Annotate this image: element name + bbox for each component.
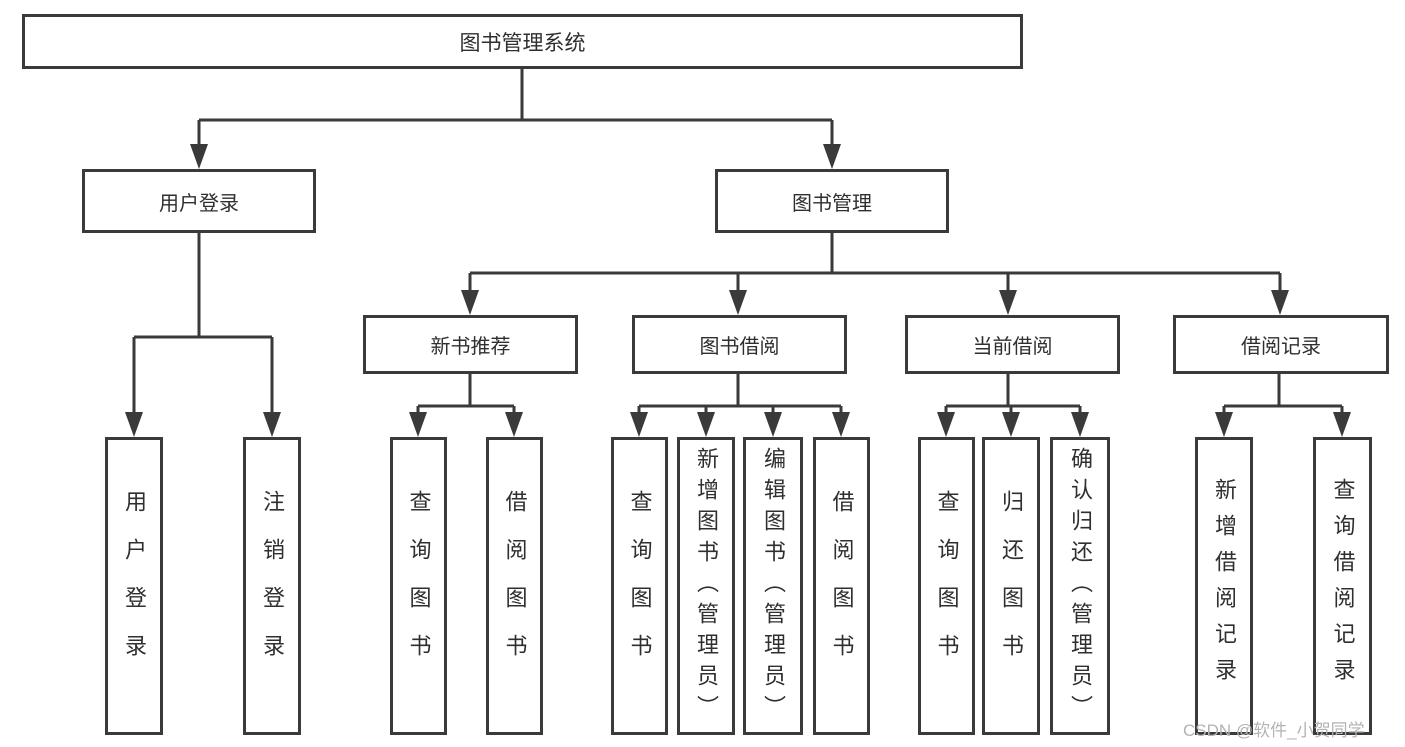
node-label: 图书管理系统	[459, 31, 586, 55]
leaf-return-books: 归还图书	[982, 437, 1040, 735]
node-book-management: 图书管理	[715, 169, 949, 233]
leaf-edit-books-admin: 编辑图书（管理员）	[743, 437, 803, 735]
leaf-query-books-borrow: 查询图书	[611, 437, 668, 735]
node-user-login: 用户登录	[82, 169, 316, 233]
leaf-logout: 注销登录	[243, 437, 301, 735]
node-label: 借阅图书	[502, 490, 528, 682]
node-label: 确认归还（管理员）	[1068, 446, 1093, 726]
node-label: 新增图书（管理员）	[694, 446, 719, 726]
node-label: 图书管理	[792, 192, 872, 215]
leaf-user-login: 用户登录	[105, 437, 163, 735]
node-book-borrow: 图书借阅	[632, 315, 847, 374]
node-label: 查询借阅记录	[1330, 478, 1356, 694]
leaf-query-books-current: 查询图书	[918, 437, 975, 735]
node-current-borrow: 当前借阅	[905, 315, 1120, 374]
leaf-add-books-admin: 新增图书（管理员）	[677, 437, 735, 735]
node-label: 图书借阅	[699, 336, 780, 358]
node-label: 当前借阅	[972, 336, 1053, 358]
node-label: 查询图书	[934, 490, 960, 682]
node-label: 新书推荐	[430, 336, 511, 358]
node-label: 查询图书	[627, 490, 653, 682]
csdn-watermark: CSDN @软件_小贺同学	[1183, 721, 1365, 740]
node-label: 借阅图书	[829, 490, 855, 682]
node-label: 用户登录	[122, 490, 147, 682]
arrowheads	[125, 144, 1351, 437]
leaf-add-borrow-record: 新增借阅记录	[1195, 437, 1253, 735]
leaf-query-books-recommend: 查询图书	[390, 437, 447, 735]
leaf-query-borrow-record: 查询借阅记录	[1313, 437, 1372, 735]
node-new-book-recommend: 新书推荐	[363, 315, 578, 374]
node-label: 借阅记录	[1241, 336, 1321, 358]
node-label: 归还图书	[999, 490, 1024, 682]
node-label: 编辑图书（管理员）	[761, 446, 786, 726]
node-label: 查询图书	[406, 490, 432, 682]
node-borrow-records: 借阅记录	[1173, 315, 1389, 374]
leaf-borrow-books-recommend: 借阅图书	[486, 437, 543, 735]
leaf-borrow-books: 借阅图书	[813, 437, 870, 735]
node-label: 用户登录	[159, 192, 239, 215]
node-label: 注销登录	[260, 490, 285, 682]
node-label: 新增借阅记录	[1212, 478, 1237, 694]
leaf-confirm-return-admin: 确认归还（管理员）	[1050, 437, 1110, 735]
node-library-management-system: 图书管理系统	[22, 14, 1023, 69]
